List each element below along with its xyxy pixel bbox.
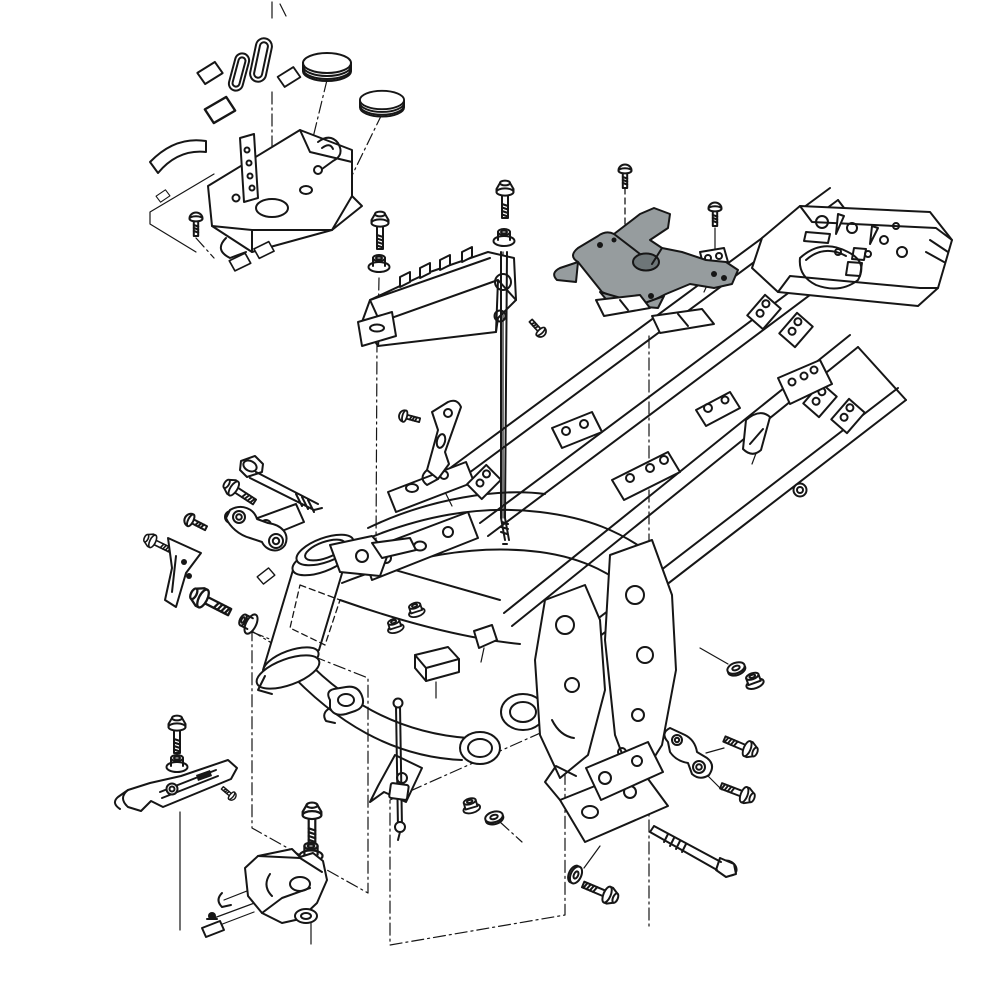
heat-shield-pad	[651, 308, 715, 334]
rear-subframe-tail-plate	[751, 205, 953, 307]
stay-screw	[218, 783, 239, 803]
link-bolt-long	[239, 455, 323, 513]
footrest-stay-assembly	[114, 714, 239, 812]
stay-grommet	[165, 754, 189, 773]
wire-hook	[317, 136, 342, 170]
center-small-parts	[323, 599, 766, 841]
engine-bracket-washer	[294, 908, 318, 924]
hanger-screw	[396, 408, 423, 427]
rubber-band-large	[249, 37, 273, 83]
engine-mount-plate-rear	[604, 539, 677, 789]
highlighted-bracket-screw	[617, 163, 633, 189]
finned-side-bracket	[357, 179, 550, 545]
rear-fastener-cluster	[564, 727, 762, 908]
rear-washer	[564, 862, 586, 887]
retainer-clip	[217, 892, 232, 908]
front-mount-grommet	[234, 608, 262, 637]
rail-bracket-3hole	[777, 359, 833, 405]
highlighted-bracket-screw	[707, 201, 723, 227]
seat-rail-clip	[695, 391, 741, 427]
engine-mount-plates	[369, 539, 677, 843]
front-mount-bolt	[185, 582, 236, 622]
rear-mount-plate	[585, 741, 664, 801]
mount-pad-block	[414, 646, 460, 682]
long-bolt-shaft	[500, 251, 510, 545]
bracket-flange-bolt	[370, 210, 390, 250]
steering-head-clamp	[329, 535, 417, 577]
tray-strip-pad	[149, 139, 207, 174]
seat-rail-clip	[611, 451, 681, 501]
bracket-flange-bolt	[495, 179, 515, 219]
flange-nut-lower	[459, 795, 483, 817]
battery-tray-assembly	[149, 37, 405, 273]
cam-adjuster	[323, 685, 365, 724]
seat-rail-clip	[742, 290, 786, 334]
rubber-band-small	[227, 52, 251, 92]
bracket-grommet	[367, 254, 391, 273]
rear-stay-link	[663, 727, 713, 779]
tray-pad	[227, 251, 253, 273]
tag-plate	[473, 624, 498, 649]
socket-screw	[181, 510, 210, 535]
clevis-screw	[525, 316, 550, 341]
tray-pad	[194, 59, 226, 87]
frame-plug-cap-1	[302, 52, 352, 82]
flange-nut-right	[741, 669, 766, 693]
engine-mount-plate-front	[534, 584, 606, 779]
curl-tag	[742, 412, 771, 455]
steering-head-tube	[255, 533, 417, 695]
engine-bracket	[244, 848, 328, 924]
heat-shield-pad	[595, 294, 651, 317]
washer-right	[724, 659, 748, 679]
down-tube-boss	[459, 731, 501, 765]
rail-nut	[792, 482, 808, 498]
flange-bolt-medium	[219, 474, 260, 510]
tray-plate	[207, 129, 363, 259]
hanger-hook-bracket	[396, 399, 462, 486]
rear-flange-bolt-b	[717, 777, 759, 808]
highlighted-bracket-assembly	[553, 163, 739, 334]
frame-gussets	[224, 290, 870, 581]
tray-pad	[275, 65, 303, 89]
small-plate-pad	[255, 566, 277, 586]
left-fastener-cluster	[140, 455, 323, 637]
flange-nut	[405, 599, 427, 620]
guard-plate	[164, 537, 202, 608]
rear-long-bolt	[649, 825, 738, 878]
cap-nut	[206, 912, 218, 920]
bracket-grommet	[492, 228, 516, 247]
tray-screw	[188, 211, 204, 237]
wishbone-link	[225, 506, 288, 552]
seat-rail-clip	[551, 411, 603, 449]
footrest-stay	[114, 759, 238, 812]
small-pad	[201, 920, 225, 938]
tray-pad	[201, 94, 239, 126]
bracket-foot	[357, 311, 397, 347]
rear-flange-bolt-a	[720, 730, 762, 762]
rear-lower-bolt	[578, 875, 622, 908]
stay-bolt	[167, 714, 187, 754]
engine-bracket-assembly	[201, 801, 328, 938]
frame-plug-cap-2	[359, 89, 405, 118]
tray-strap	[239, 133, 259, 203]
brake-rod	[388, 697, 410, 841]
engine-bracket-bolt	[301, 801, 323, 845]
